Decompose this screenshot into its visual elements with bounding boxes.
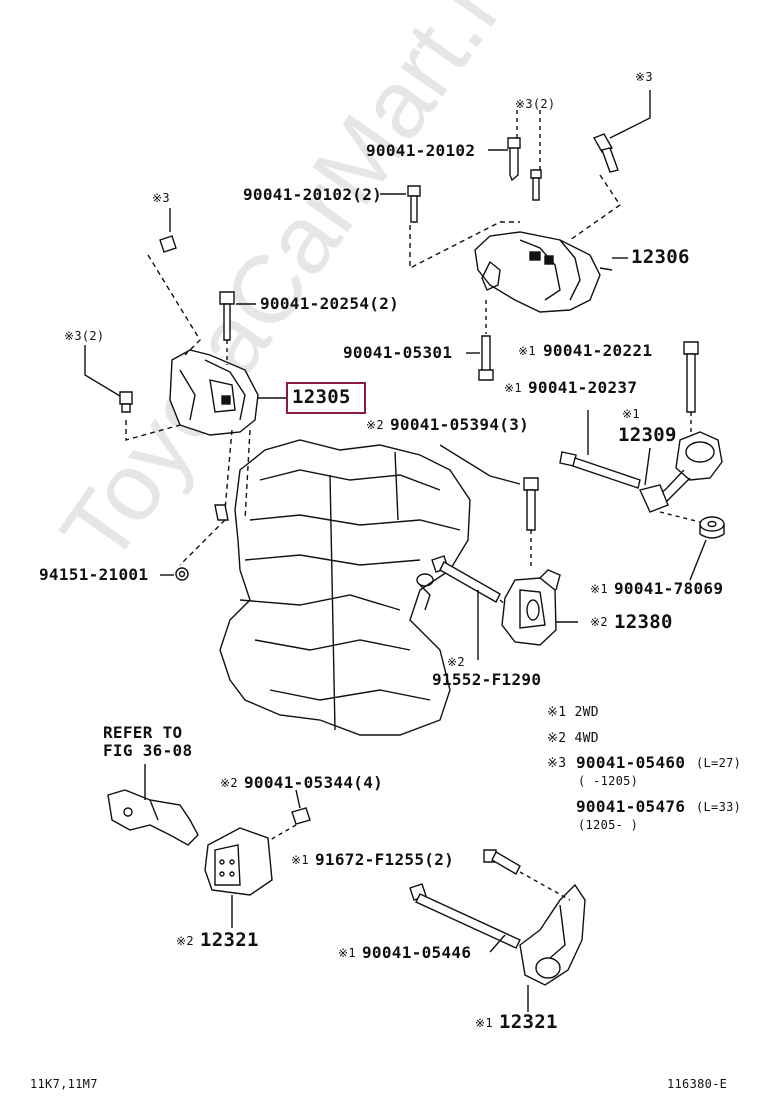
mark-3-2-left: ※3(2) bbox=[64, 329, 105, 343]
legend-3b-length: (L=33) bbox=[696, 800, 742, 814]
bolt-90041-05394 bbox=[523, 477, 539, 570]
mark-1-20237: ※1 bbox=[504, 381, 522, 395]
mark-1-12309: ※1 bbox=[622, 407, 640, 421]
bolt-90041-20237 bbox=[559, 451, 641, 489]
bolt-3-2-left bbox=[119, 391, 133, 413]
legend-3a-length: (L=27) bbox=[696, 756, 742, 770]
bolt-91672-F1255 bbox=[483, 849, 521, 875]
legend-3b-part[interactable]: 90041-05476 bbox=[576, 797, 686, 816]
footer-model-codes: 11K7,11M7 bbox=[30, 1077, 98, 1091]
bolt-center-right bbox=[530, 169, 542, 201]
mark-2-05394: ※2 bbox=[366, 418, 384, 432]
bolt-90041-05301 bbox=[478, 300, 494, 381]
legend-3b-range: (1205- ) bbox=[578, 818, 639, 832]
mount-12305-drawing bbox=[169, 349, 259, 436]
bracket-12321-left bbox=[204, 827, 273, 896]
legend-3-mark: ※3 bbox=[547, 756, 567, 771]
mark-2-12380: ※2 bbox=[590, 615, 608, 629]
bolt-90041-05446 bbox=[409, 883, 521, 949]
bracket-refer-fig-36-08 bbox=[107, 789, 199, 846]
bolt-90041-20221 bbox=[683, 341, 699, 436]
mark-1-12321: ※1 bbox=[475, 1016, 493, 1030]
mark-1-78069: ※1 bbox=[590, 582, 608, 596]
callout-12380[interactable]: 12380 bbox=[614, 611, 673, 633]
bracket-12321-bottom bbox=[519, 883, 586, 986]
mount-12306-drawing bbox=[474, 231, 613, 313]
bolt-3-top-right bbox=[592, 133, 619, 173]
bolt-90041-20102-2 bbox=[407, 185, 421, 223]
bolt-90041-20254 bbox=[219, 291, 235, 365]
mark-1-05446: ※1 bbox=[338, 946, 356, 960]
callout-90041-20237[interactable]: 90041-20237 bbox=[528, 378, 638, 397]
callout-90041-05446[interactable]: 90041-05446 bbox=[362, 943, 472, 962]
mark-2-f1290: ※2 bbox=[447, 655, 465, 669]
callout-90041-20102-2[interactable]: 90041-20102(2) bbox=[243, 185, 383, 204]
mark-2-05344: ※2 bbox=[220, 776, 238, 790]
mark-3-left: ※3 bbox=[152, 191, 170, 205]
callout-90041-05344-4[interactable]: 90041-05344(4) bbox=[244, 773, 384, 792]
callout-90041-05301[interactable]: 90041-05301 bbox=[343, 343, 453, 362]
callout-91552-F1290[interactable]: 91552-F1290 bbox=[432, 670, 542, 689]
footer-figure-id: 116380-E bbox=[667, 1077, 728, 1091]
callout-12305[interactable]: 12305 bbox=[292, 386, 351, 408]
nut-94151-21001 bbox=[175, 567, 189, 581]
refer-line-1[interactable]: REFER TO bbox=[103, 723, 183, 742]
callout-91672-F1255-2[interactable]: 91672-F1255(2) bbox=[315, 850, 455, 869]
callout-12321-left[interactable]: 12321 bbox=[200, 929, 259, 951]
bolt-90041-20102-top bbox=[507, 137, 521, 182]
callout-90041-20254-2[interactable]: 90041-20254(2) bbox=[260, 294, 400, 313]
legend-3a-part[interactable]: 90041-05460 bbox=[576, 753, 686, 772]
mark-3-2-top: ※3(2) bbox=[515, 97, 556, 111]
bolt-3-left bbox=[159, 235, 177, 253]
callout-90041-78069[interactable]: 90041-78069 bbox=[614, 579, 724, 598]
mark-3-top-right: ※3 bbox=[635, 70, 653, 84]
bolt-91552-F1290 bbox=[431, 555, 501, 603]
washer-90041-78069 bbox=[699, 516, 725, 539]
mark-1-f1255: ※1 bbox=[291, 853, 309, 867]
mount-12380-drawing bbox=[501, 569, 561, 646]
callout-90041-20221[interactable]: 90041-20221 bbox=[543, 341, 653, 360]
callout-90041-20102[interactable]: 90041-20102 bbox=[366, 141, 476, 160]
mark-1-20221: ※1 bbox=[518, 344, 536, 358]
mark-2-12321: ※2 bbox=[176, 934, 194, 948]
refer-line-2[interactable]: FIG 36-08 bbox=[103, 741, 193, 760]
rod-12309-drawing bbox=[639, 431, 723, 513]
callout-94151-21001[interactable]: 94151-21001 bbox=[39, 565, 149, 584]
engine-block-outline bbox=[219, 439, 471, 736]
callout-12306[interactable]: 12306 bbox=[631, 246, 690, 268]
highlight-box-12305 bbox=[286, 382, 366, 414]
bolt-90041-05344 bbox=[291, 807, 311, 825]
legend-2-4wd: ※2 4WD bbox=[547, 731, 599, 746]
legend-1-2wd: ※1 2WD bbox=[547, 705, 599, 720]
callout-12321-bottom[interactable]: 12321 bbox=[499, 1011, 558, 1033]
callout-12309[interactable]: 12309 bbox=[618, 424, 677, 446]
legend-3a-range: ( -1205) bbox=[578, 774, 639, 788]
callout-90041-05394-3[interactable]: 90041-05394(3) bbox=[390, 415, 530, 434]
